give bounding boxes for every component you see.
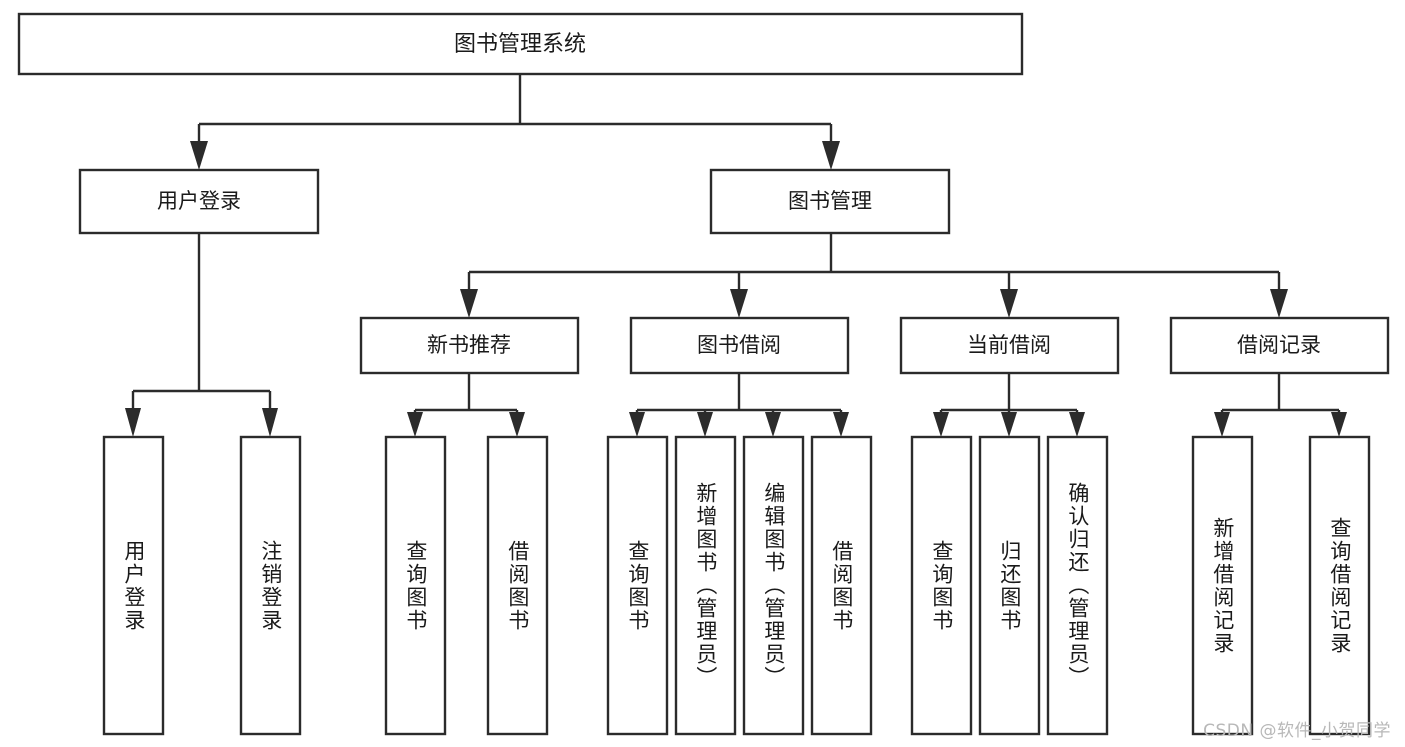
leaf-user-login-box[interactable] <box>102 435 165 736</box>
leaf-query-book-3-box[interactable] <box>910 435 973 736</box>
arrowhead-current-borrow <box>1000 289 1018 318</box>
arrowhead-leaf-query-book-2 <box>629 412 645 437</box>
leaf-boxes <box>102 435 1371 736</box>
node-new-book-recommend[interactable]: 新书推荐 <box>359 316 580 375</box>
arrowhead-leaf-user-login <box>125 408 141 437</box>
node-book-manage-box[interactable] <box>709 168 951 235</box>
node-borrow-record-box[interactable] <box>1169 316 1390 375</box>
connector-group-root <box>190 74 840 170</box>
arrowhead-leaf-add-book <box>697 412 713 437</box>
connector-group-user-login <box>125 233 278 437</box>
leaf-add-book-box[interactable] <box>674 435 737 736</box>
leaf-return-book-box[interactable] <box>978 435 1041 736</box>
connector-group-new-book-recommend <box>407 373 525 437</box>
node-book-manage-label: 图书管理 <box>788 189 872 213</box>
arrowhead-leaf-edit-book <box>765 412 781 437</box>
leaf-edit-book-box[interactable] <box>742 435 805 736</box>
node-current-borrow-label: 当前借阅 <box>967 333 1051 357</box>
arrowhead-leaf-borrow-book-2 <box>833 412 849 437</box>
node-book-borrow-label: 图书借阅 <box>697 333 781 357</box>
leaf-confirm-return-box[interactable] <box>1046 435 1109 736</box>
node-root[interactable]: 图书管理系统 <box>17 12 1024 76</box>
node-book-borrow-box[interactable] <box>629 316 850 375</box>
node-new-book-recommend-box[interactable] <box>359 316 580 375</box>
arrowhead-leaf-logout-login <box>262 408 278 437</box>
arrowhead-leaf-borrow-book-1 <box>509 412 525 437</box>
arrowhead-new-book-recommend <box>460 289 478 318</box>
node-new-book-recommend-label: 新书推荐 <box>427 333 511 357</box>
leaf-borrow-book-2-box[interactable] <box>810 435 873 736</box>
connector-group-current-borrow <box>933 373 1085 437</box>
connector-group-borrow-record <box>1214 373 1347 437</box>
node-current-borrow[interactable]: 当前借阅 <box>899 316 1120 375</box>
node-user-login-label: 用户登录 <box>157 189 241 213</box>
node-book-borrow[interactable]: 图书借阅 <box>629 316 850 375</box>
node-borrow-record[interactable]: 借阅记录 <box>1169 316 1390 375</box>
node-book-manage[interactable]: 图书管理 <box>709 168 951 235</box>
arrowhead-leaf-add-record <box>1214 412 1230 437</box>
node-root-box[interactable] <box>17 12 1024 76</box>
node-current-borrow-box[interactable] <box>899 316 1120 375</box>
node-borrow-record-label: 借阅记录 <box>1237 333 1321 357</box>
leaf-borrow-book-1-box[interactable] <box>486 435 549 736</box>
arrowhead-borrow-record <box>1270 289 1288 318</box>
arrowhead-leaf-query-book-1 <box>407 412 423 437</box>
arrowhead-leaf-query-book-3 <box>933 412 949 437</box>
arrowhead-leaf-query-record <box>1331 412 1347 437</box>
leaf-add-record-box[interactable] <box>1191 435 1254 736</box>
node-root-label: 图书管理系统 <box>454 32 586 57</box>
arrowhead-book-borrow <box>730 289 748 318</box>
leaf-logout-login-box[interactable] <box>239 435 302 736</box>
connector-group-book-borrow <box>629 373 849 437</box>
leaf-query-book-1-box[interactable] <box>384 435 447 736</box>
arrowhead-leaf-confirm-return <box>1069 412 1085 437</box>
node-user-login-box[interactable] <box>78 168 320 235</box>
leaf-query-book-2-box[interactable] <box>606 435 669 736</box>
node-user-login[interactable]: 用户登录 <box>78 168 320 235</box>
arrowhead-user-login <box>190 141 208 170</box>
arrowhead-book-manage <box>822 141 840 170</box>
arrowhead-leaf-return-book <box>1001 412 1017 437</box>
leaf-query-record-box[interactable] <box>1308 435 1371 736</box>
connector-group-book-manage <box>460 233 1288 318</box>
